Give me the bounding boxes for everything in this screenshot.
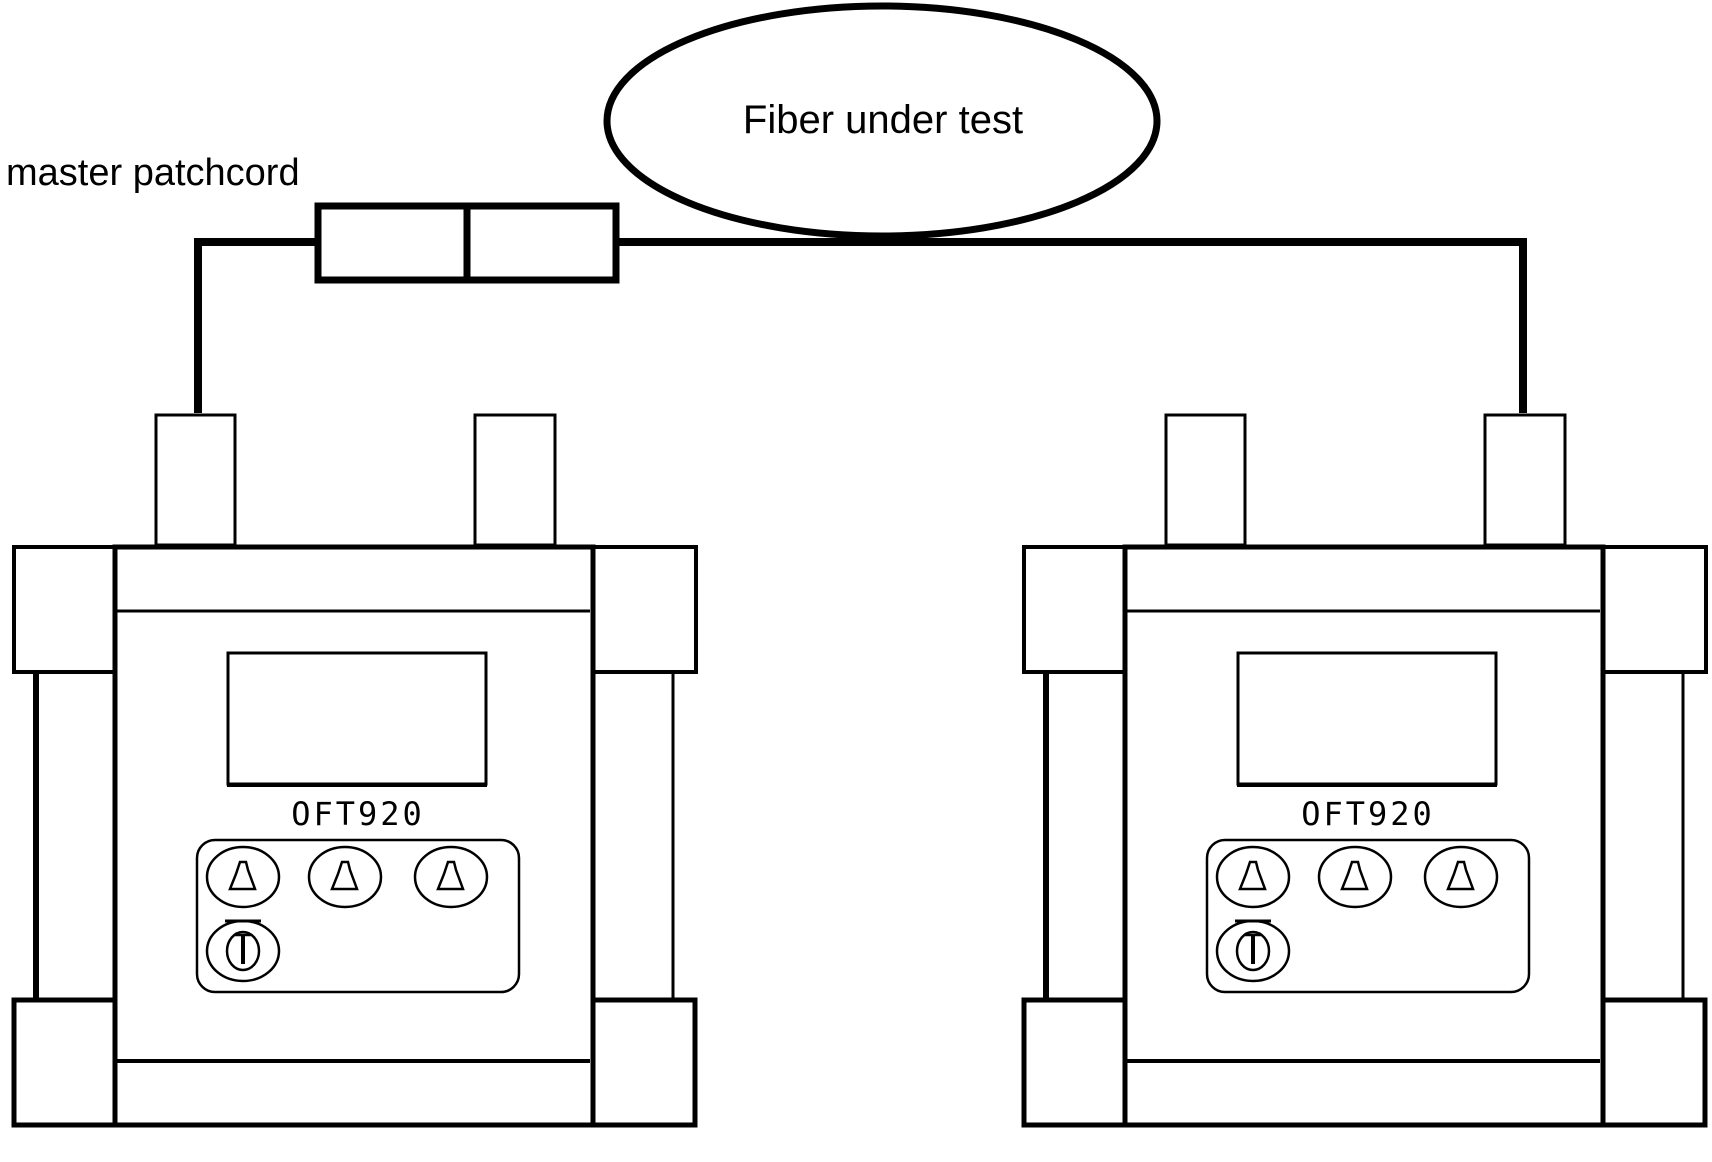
model-label: OFT920 [1301, 795, 1435, 833]
function-key-1[interactable] [1215, 845, 1291, 909]
left-bracket-top [1022, 545, 1127, 674]
device-body [1122, 544, 1606, 1128]
up-triangle-icon [228, 860, 257, 891]
key-outline [1317, 845, 1393, 909]
key-outline [1215, 845, 1291, 909]
model-label: OFT920 [291, 795, 425, 833]
power-icon-ring [1235, 930, 1271, 972]
oft920-device-right: OFT920 [1021, 413, 1708, 1128]
key-outline [1423, 845, 1499, 909]
display-screen [1236, 651, 1498, 786]
display-screen [226, 651, 488, 786]
key-outline [307, 845, 383, 909]
right-bracket-top [1601, 545, 1708, 674]
function-key-3[interactable] [1423, 845, 1499, 909]
optical-port-left [1164, 413, 1247, 547]
device-body [112, 544, 596, 1128]
fiber-under-test-label: Fiber under test [743, 98, 1023, 142]
right-bracket-top [591, 545, 698, 674]
right-bracket-bottom [590, 997, 698, 1128]
keypad-panel [1205, 838, 1531, 994]
optical-port-right [1483, 413, 1567, 547]
up-triangle-icon [436, 860, 465, 891]
left-bracket-bottom [11, 997, 118, 1128]
key-outline [205, 845, 281, 909]
up-triangle-icon [330, 860, 359, 891]
optical-port-left [154, 413, 237, 547]
left-fiber-wire [194, 238, 315, 413]
oft920-device-left: OFT920 [11, 413, 698, 1128]
up-triangle-icon [1446, 860, 1475, 891]
master-patchcord-label: master patchcord [6, 152, 300, 194]
patchcord-connector-right-half [463, 202, 620, 284]
right-fiber-wire [619, 238, 1527, 413]
key-outline [413, 845, 489, 909]
patchcord-connector [314, 202, 620, 284]
optical-port-right [473, 413, 557, 547]
function-key-2[interactable] [1317, 845, 1393, 909]
function-key-1[interactable] [205, 845, 281, 909]
up-triangle-icon [1340, 860, 1369, 891]
fiber-under-test-loop [603, 2, 1161, 240]
right-bracket-bottom [1600, 997, 1708, 1128]
keypad-panel [195, 838, 521, 994]
left-bracket-top [12, 545, 117, 674]
power-icon-ring [225, 930, 261, 972]
left-bracket-bottom [1021, 997, 1128, 1128]
function-key-2[interactable] [307, 845, 383, 909]
up-triangle-icon [1238, 860, 1267, 891]
function-key-3[interactable] [413, 845, 489, 909]
power-key[interactable] [1215, 919, 1291, 983]
patchcord-connector-left-half [314, 202, 471, 284]
power-key[interactable] [205, 919, 281, 983]
